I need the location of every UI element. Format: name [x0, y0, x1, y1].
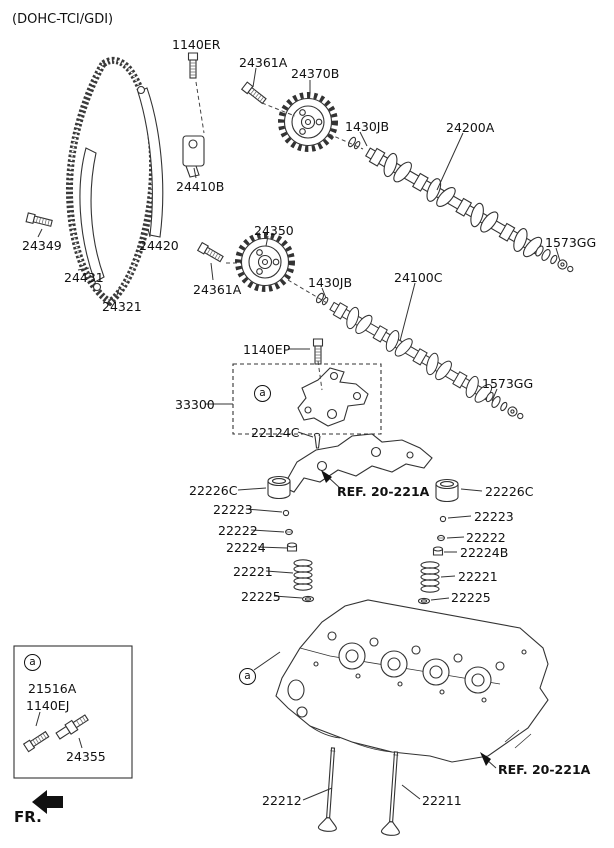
bolt-1140ep	[312, 338, 324, 365]
fr-direction-arrow	[32, 790, 63, 814]
ref-label-bottom: REF. 20-221A	[498, 762, 591, 777]
end-bits-1573gg-mid	[489, 394, 527, 424]
bolt-24361a-mid	[197, 242, 225, 264]
part-label-1573gg-top: 1573GG	[545, 235, 597, 250]
part-label-22221-left: 22221	[233, 564, 273, 579]
part-label-1430jb-mid: 1430JB	[308, 275, 353, 290]
cvvt-sprocket-intake	[238, 235, 292, 289]
part-label-22222-left: 22222	[218, 523, 258, 538]
timing-chain	[65, 56, 157, 307]
part-label-24370b: 24370B	[291, 66, 340, 81]
part-label-24200a: 24200A	[446, 120, 495, 135]
part-label-24361a-top: 24361A	[239, 55, 288, 70]
chain-tensioner	[182, 135, 205, 178]
cylinder-head	[275, 599, 549, 763]
part-label-24349: 24349	[22, 238, 62, 253]
part-label-1430jb-top: 1430JB	[345, 119, 390, 134]
end-bits-1573gg-top	[539, 247, 577, 277]
fr-label: FR.	[14, 808, 42, 826]
part-label-24431: 24431	[64, 270, 104, 285]
part-label-22226c-right: 22226C	[485, 484, 534, 499]
callout-marker-a-lower: a	[239, 668, 256, 685]
spacer-1430jb-mid	[314, 291, 331, 308]
part-label-33300: 33300	[175, 397, 215, 412]
retainer-lock-left	[282, 509, 290, 517]
inset-callout-marker-a: a	[24, 654, 41, 671]
tappet-right	[435, 478, 459, 503]
bolt-24349	[25, 212, 54, 229]
inset-part-label-1140ej: 1140EJ	[26, 698, 70, 713]
inset-part-label-24355: 24355	[66, 749, 106, 764]
ref-label-top: REF. 20-221A	[337, 484, 430, 499]
bolt-1140er	[187, 52, 199, 79]
part-label-22222-right: 22222	[466, 530, 506, 545]
valve-spring-left	[293, 559, 313, 591]
part-label-24361a-mid: 24361A	[193, 282, 242, 297]
part-label-22223-left: 22223	[213, 502, 253, 517]
leader-lines	[35, 67, 561, 801]
part-label-22226c-left: 22226C	[189, 483, 238, 498]
part-label-24410b: 24410B	[176, 179, 225, 194]
part-label-22225-right: 22225	[451, 590, 491, 605]
part-label-22224b: 22224B	[460, 545, 509, 560]
spring-seat-right	[417, 597, 431, 605]
part-label-1140ep: 1140EP	[243, 342, 291, 357]
part-label-24100c: 24100C	[394, 270, 443, 285]
valve-spring-right	[420, 561, 440, 593]
part-label-1140er: 1140ER	[172, 37, 221, 52]
valve-intake	[317, 746, 343, 833]
part-label-22212: 22212	[262, 793, 302, 808]
part-label-24420: 24420	[139, 238, 179, 253]
keeper-right	[437, 534, 445, 542]
part-label-22225-left: 22225	[241, 589, 281, 604]
spring-seat-left	[301, 595, 315, 603]
part-label-22224: 22224	[226, 540, 266, 555]
part-label-22221-right: 22221	[458, 569, 498, 584]
part-label-22211: 22211	[422, 793, 462, 808]
valve-seal-left	[286, 542, 298, 552]
alignment-lines	[195, 81, 364, 391]
valve-seal-right	[432, 546, 444, 556]
tappet-left	[267, 475, 291, 500]
bolt-24361a-top	[241, 81, 268, 106]
chain-guide-right	[136, 85, 164, 238]
callout-marker-a-upper: a	[254, 385, 271, 402]
camshaft-24200a	[360, 140, 549, 265]
stud-22124c	[313, 432, 321, 449]
inset-part-label-21516a: 21516A	[28, 681, 77, 696]
keeper-left	[285, 528, 293, 536]
cvvt-sprocket-exhaust	[281, 95, 335, 149]
valve-exhaust	[380, 750, 406, 837]
part-label-1573gg-mid: 1573GG	[482, 376, 534, 391]
inset-box	[13, 645, 133, 779]
part-label-24321: 24321	[102, 299, 142, 314]
part-label-22124c: 22124C	[251, 425, 300, 440]
part-label-24350: 24350	[254, 223, 294, 238]
part-label-22223-right: 22223	[474, 509, 514, 524]
bracket-33300	[232, 363, 382, 435]
retainer-lock-right	[439, 515, 447, 523]
diagram-title: (DOHC-TCI/GDI)	[12, 12, 114, 27]
cam-carrier	[282, 433, 433, 493]
chain-guide-left	[79, 147, 105, 292]
